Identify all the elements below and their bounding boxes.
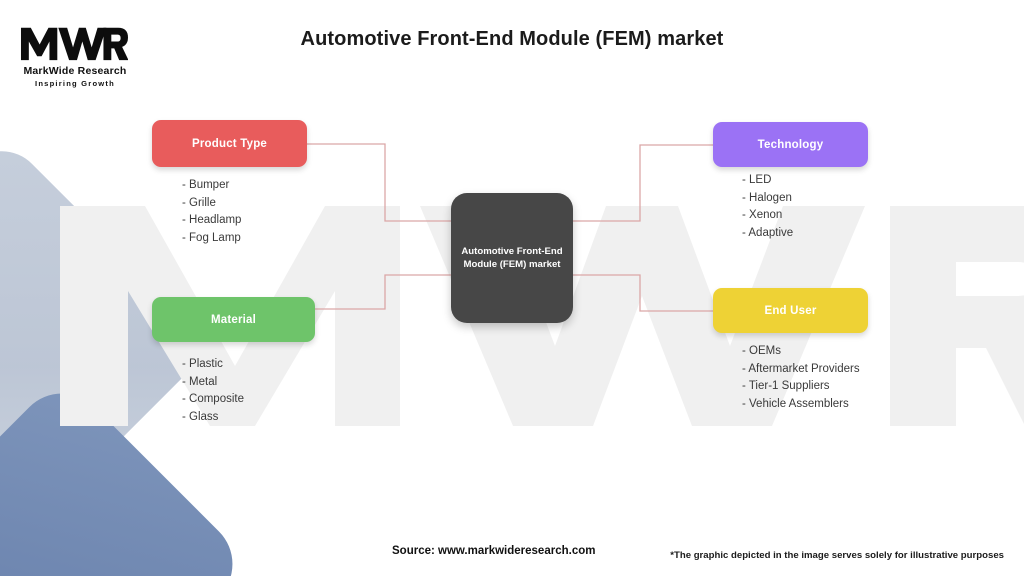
branch-list-end-user: - OEMs - Aftermarket Providers - Tier-1 … <box>742 343 860 413</box>
list-item: - Aftermarket Providers <box>742 362 860 375</box>
branch-label-product-type: Product Type <box>191 137 268 150</box>
list-item: - Vehicle Assemblers <box>742 397 849 410</box>
branch-box-end-user[interactable]: End User <box>713 288 868 333</box>
page-title: Automotive Front-End Module (FEM) market <box>300 28 724 50</box>
list-item: - Tier-1 Suppliers <box>742 380 830 392</box>
list-item: - Plastic <box>182 358 223 370</box>
branch-list-material: - Plastic - Metal - Composite - Glass <box>182 356 244 426</box>
list-item: - OEMs <box>742 345 781 357</box>
list-item: - Bumper <box>182 179 230 191</box>
mwr-logo-icon <box>20 27 128 61</box>
branch-label-technology: Technology <box>757 138 824 151</box>
list-item: - Glass <box>182 410 219 423</box>
branch-box-material[interactable]: Material <box>152 297 315 342</box>
list-item: - Metal <box>182 375 218 388</box>
logo-company-name: MarkWide Research <box>23 65 127 77</box>
branch-list-product-type: - Bumper - Grille - Headlamp - Fog Lamp <box>182 177 241 247</box>
branch-box-product-type[interactable]: Product Type <box>152 120 307 167</box>
center-node[interactable]: Automotive Front-End Module (FEM) market <box>451 193 573 323</box>
list-item: - Grille <box>182 196 216 209</box>
list-item: - Halogen <box>742 191 792 204</box>
list-item: - Adaptive <box>742 226 794 239</box>
list-item: - LED <box>742 174 772 186</box>
center-node-label: Automotive Front-End Module (FEM) market <box>461 246 563 270</box>
branch-label-end-user: End User <box>764 304 817 317</box>
logo-tagline: Inspiring Growth <box>35 79 115 88</box>
list-item: - Composite <box>182 393 244 405</box>
list-item: - Xenon <box>742 209 783 221</box>
disclaimer-text: *The graphic depicted in the image serve… <box>670 550 1004 561</box>
source-text: Source: www.markwideresearch.com <box>392 545 596 557</box>
list-item: - Headlamp <box>182 214 242 226</box>
brand-logo: MarkWide Research Inspiring Growth <box>14 22 136 88</box>
branch-list-technology: - LED - Halogen - Xenon - Adaptive <box>742 172 793 242</box>
list-item: - Fog Lamp <box>182 231 241 244</box>
branch-label-material: Material <box>210 313 257 326</box>
branch-box-technology[interactable]: Technology <box>713 122 868 167</box>
